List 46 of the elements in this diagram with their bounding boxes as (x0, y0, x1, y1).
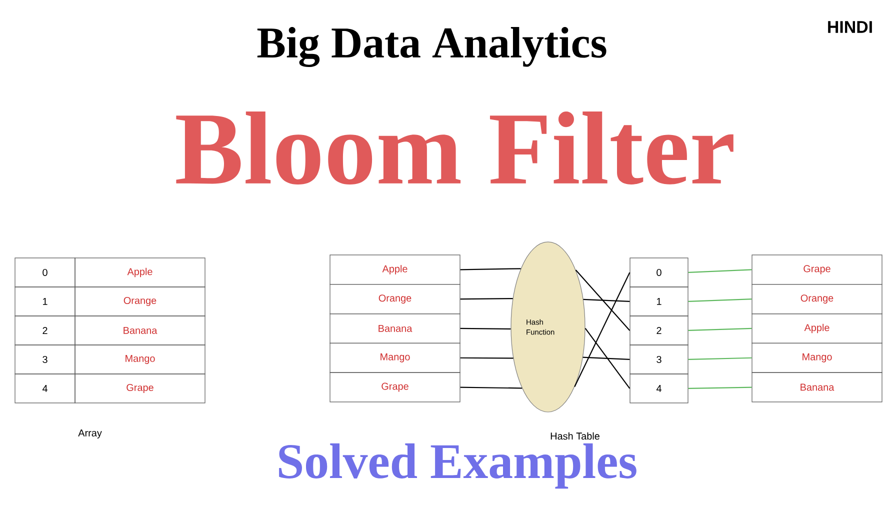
table-cell: 3 (14, 344, 76, 374)
table-cell: Grape (330, 372, 460, 402)
connector-line (584, 328, 630, 389)
table-cell: 1 (14, 286, 76, 316)
table-cell: Grape (74, 374, 206, 404)
table-cell: Mango (330, 342, 460, 373)
table-cell: Orange (752, 284, 882, 314)
table-cell: 2 (14, 316, 76, 346)
table-cell: Apple (74, 258, 206, 288)
title-text: Bloom Filter (176, 112, 734, 184)
table-cell: 3 (630, 344, 688, 374)
table-cell: 0 (14, 258, 76, 288)
caption-text: Hash Table (550, 432, 600, 440)
table-cell: Banana (752, 372, 882, 402)
table-cell: Orange (330, 284, 460, 314)
connector-line (688, 269, 752, 274)
table-cell: 0 (630, 258, 688, 288)
table-cell: Mango (752, 342, 882, 373)
table-cell: Banana (74, 316, 206, 346)
connector-line (583, 298, 630, 302)
table-cell: Mango (74, 344, 206, 374)
table-cell: Apple (330, 254, 460, 285)
subtitle-text: Solved Examples (279, 443, 636, 489)
caption-text: Array (78, 430, 102, 438)
table-cell: Apple (752, 313, 882, 344)
table-cell: 2 (630, 316, 688, 346)
connector-line (688, 328, 752, 332)
connector-line (460, 268, 521, 270)
table-cell: Grape (752, 254, 882, 285)
connector-line (688, 298, 752, 302)
table-cell: Banana (330, 313, 460, 344)
table-cell: 4 (630, 374, 688, 404)
heading-text: Big Data Analytics (257, 26, 606, 68)
connector-line (460, 357, 514, 359)
heading-text: HINDI (828, 21, 872, 33)
connector-line (460, 328, 511, 330)
connector-line (582, 356, 630, 360)
connector-line (460, 298, 513, 300)
table-cell: Orange (74, 286, 206, 316)
connector-line (688, 386, 752, 390)
table-cell: 1 (630, 286, 688, 316)
connector-line (688, 357, 752, 360)
connector-line (574, 272, 630, 387)
connector-line (575, 270, 630, 331)
connector-line (460, 386, 522, 389)
table-cell: 4 (14, 374, 76, 404)
